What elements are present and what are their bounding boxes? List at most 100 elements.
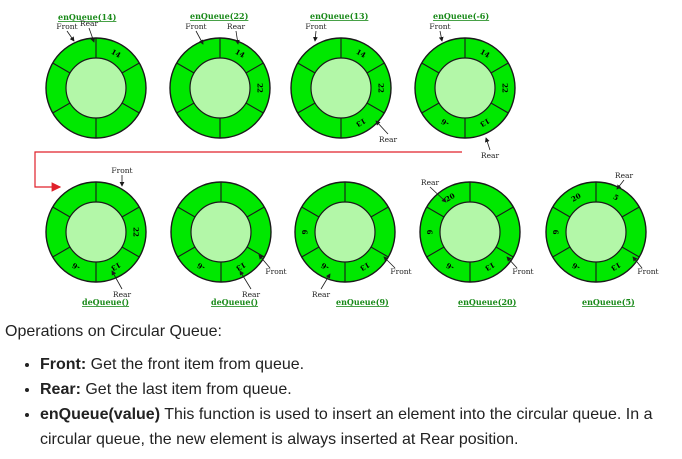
cell-value: 13	[478, 116, 491, 129]
cell-value: -6	[439, 117, 450, 129]
cell-value: 22	[132, 227, 141, 237]
rear-label: Rear	[615, 171, 634, 180]
operation-label: enQueue(14)	[58, 12, 117, 22]
cell-divider	[495, 246, 514, 258]
cell-divider	[421, 102, 440, 114]
rear-pointer-arrow	[235, 30, 240, 45]
cell-divider	[297, 62, 316, 74]
cell-divider	[421, 62, 440, 74]
cell-value: -6	[570, 261, 581, 273]
queue-center	[65, 57, 127, 119]
cell-divider	[176, 102, 195, 114]
front-pointer-arrow	[313, 30, 318, 42]
rear-pointer-arrow	[239, 270, 252, 290]
cell-value: 14	[110, 47, 123, 60]
rear-pointer-arrow	[111, 270, 123, 290]
front-pointer-arrow	[506, 256, 518, 269]
cell-divider	[177, 206, 196, 218]
operation-label: deQueue()	[211, 297, 258, 307]
front-label: Front	[265, 267, 286, 276]
cell-divider	[52, 206, 71, 218]
operation-label: enQueue(-6)	[433, 11, 489, 21]
cell-divider	[176, 62, 195, 74]
cell-value: -6	[70, 261, 81, 273]
rear-pointer-arrow	[88, 27, 95, 43]
queue-center	[65, 201, 127, 263]
cell-divider	[366, 102, 385, 114]
cell-divider	[245, 62, 264, 74]
rear-label: Rear	[242, 290, 261, 299]
cell-divider	[52, 62, 71, 74]
rear-pointer-arrow	[484, 137, 491, 151]
flow-arrow	[34, 151, 462, 192]
cell-divider	[177, 246, 196, 258]
front-pointer-arrow	[632, 256, 643, 269]
cell-divider	[297, 102, 316, 114]
queue-center	[189, 57, 251, 119]
cell-value: 20	[444, 191, 457, 204]
cell-value: 9	[552, 229, 561, 234]
rear-label: Rear	[312, 290, 331, 299]
front-label: Front	[111, 166, 132, 175]
queue-center	[310, 57, 372, 119]
cell-divider	[490, 102, 509, 114]
operation-item-enqueue: enQueue(value) This function is used to …	[40, 402, 682, 452]
front-pointer-arrow	[66, 30, 75, 42]
queue-center	[439, 201, 501, 263]
cell-divider	[426, 206, 445, 218]
operation-label: enQueue(9)	[336, 297, 389, 307]
operation-term: Rear:	[40, 381, 81, 398]
cell-value: -6	[444, 261, 455, 273]
cell-divider	[621, 246, 640, 258]
front-label: Front	[429, 22, 450, 31]
operation-label: enQueue(13)	[310, 11, 369, 21]
cell-value: 22	[377, 83, 386, 93]
operation-item-rear: Rear: Get the last item from queue.	[40, 377, 682, 402]
cell-value: 13	[234, 260, 247, 273]
cell-divider	[370, 246, 389, 258]
front-label: Front	[185, 22, 206, 31]
cell-value: 14	[355, 47, 368, 60]
cell-value: 20	[570, 191, 583, 204]
queue-center	[314, 201, 376, 263]
cell-value: 22	[501, 83, 510, 93]
rear-pointer-arrow	[320, 273, 331, 290]
front-pointer-arrow	[438, 30, 444, 42]
rear-label: Rear	[379, 135, 398, 144]
diagram-caption: Operations on Circular Queue:	[5, 323, 222, 340]
queue-center	[190, 201, 252, 263]
cell-value: 13	[354, 116, 367, 129]
rear-pointer-arrow	[616, 179, 625, 190]
cell-value: -6	[195, 261, 206, 273]
queue-center	[565, 201, 627, 263]
front-label: Front	[56, 22, 77, 31]
operation-term: enQueue(value)	[40, 406, 161, 423]
cell-divider	[246, 206, 265, 218]
cell-value: 13	[358, 260, 371, 273]
cell-value: 9	[301, 229, 310, 234]
cell-divider	[366, 62, 385, 74]
front-label: Front	[637, 267, 658, 276]
cell-divider	[552, 246, 571, 258]
cell-divider	[621, 206, 640, 218]
cell-divider	[552, 206, 571, 218]
operation-desc: Get the last item from queue.	[80, 381, 292, 398]
cell-divider	[495, 206, 514, 218]
cell-divider	[245, 102, 264, 114]
cell-value: 13	[483, 260, 496, 273]
front-label: Front	[390, 267, 411, 276]
cell-divider	[121, 62, 140, 74]
front-label: Front	[305, 22, 326, 31]
cell-value: -6	[319, 261, 330, 273]
operations-list: Front: Get the front item from queue. Re…	[22, 352, 682, 452]
cell-value: 14	[234, 47, 247, 60]
cell-value: 13	[109, 260, 122, 273]
rear-label: Rear	[80, 19, 99, 28]
